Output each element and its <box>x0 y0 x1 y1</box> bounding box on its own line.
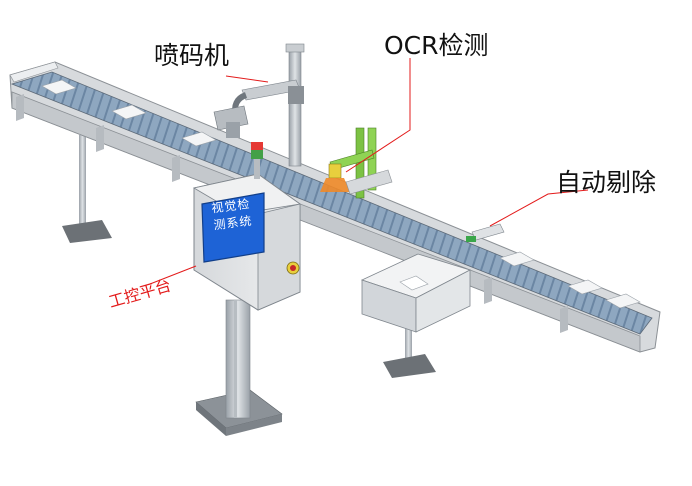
label-printer: 喷码机 <box>154 41 230 70</box>
control-platform <box>195 299 283 436</box>
reject-bin <box>360 253 472 333</box>
label-ocr: OCR检测 <box>384 31 489 60</box>
cabinet-screen-text: 视觉检 测系统 <box>201 195 265 252</box>
conveyor-belt <box>9 61 661 353</box>
ocr-camera <box>320 127 393 199</box>
callout-lines <box>149 58 589 285</box>
label-reject: 自动剔除 <box>556 168 657 197</box>
vision-cabinet <box>192 142 302 311</box>
inkjet-printer <box>213 43 305 167</box>
reject-unit <box>466 223 505 242</box>
